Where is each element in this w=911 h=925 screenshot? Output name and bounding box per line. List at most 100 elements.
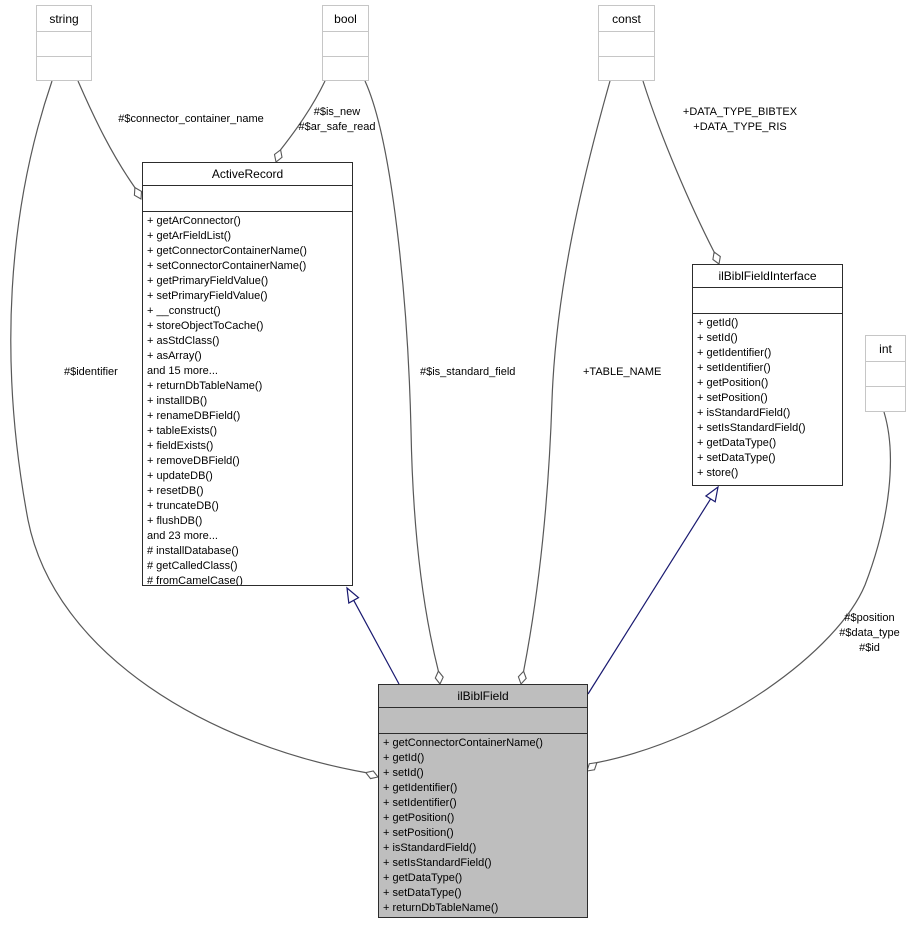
methods-compartment bbox=[866, 386, 905, 411]
edge-bool-activerecord bbox=[280, 80, 326, 151]
member-line: # getCalledClass() bbox=[147, 560, 238, 572]
member-line: + setId() bbox=[383, 767, 424, 779]
member-line: + isStandardField() bbox=[697, 407, 791, 419]
member-line: + asArray() bbox=[147, 350, 202, 362]
member-line: + getPosition() bbox=[383, 812, 455, 824]
member-line: + setConnectorContainerName() bbox=[147, 260, 307, 272]
edge-label-line: +DATA_TYPE_RIS bbox=[693, 121, 787, 133]
edge-int-ilbiblfield bbox=[596, 411, 891, 764]
member-line: + setIsStandardField() bbox=[697, 422, 806, 434]
member-line: + __construct() bbox=[147, 305, 221, 317]
member-line: and 23 more... bbox=[147, 530, 218, 542]
edge-label-position-datatype-id: #$position #$data_type #$id bbox=[833, 611, 906, 656]
class-ilbiblfield[interactable]: ilBiblField + getConnectorContainerName(… bbox=[378, 684, 588, 918]
methods-compartment: + getArConnector()+ getArFieldList()+ ge… bbox=[143, 212, 352, 585]
edge-label-line: #$id bbox=[859, 642, 880, 654]
member-line: + setDataType() bbox=[697, 452, 776, 464]
class-title: int bbox=[866, 336, 905, 362]
class-activerecord[interactable]: ActiveRecord + getArConnector() + getArFi… bbox=[142, 162, 353, 586]
member-line: + setIdentifier() bbox=[383, 797, 457, 809]
member-line: + flushDB() bbox=[147, 515, 203, 527]
aggregation-diamond bbox=[434, 670, 444, 686]
class-int: int bbox=[865, 335, 906, 412]
class-title: bool bbox=[323, 6, 368, 32]
class-ilbiblfieldinterface[interactable]: ilBiblFieldInterface + getId()+ setId()+… bbox=[692, 264, 843, 486]
methods-compartment: + getId() + setId() + getIdentifier() + set… bbox=[693, 314, 842, 485]
class-title[interactable]: ilBiblFieldInterface bbox=[693, 265, 842, 288]
member-line: + getArFieldList() bbox=[147, 230, 232, 242]
edge-label-line: #$data_type bbox=[839, 627, 900, 639]
class-title[interactable]: ilBiblField bbox=[379, 685, 587, 708]
class-title: const bbox=[599, 6, 654, 32]
member-line: + getConnectorContainerName() bbox=[383, 737, 543, 749]
attributes-compartment bbox=[866, 362, 905, 386]
edge-label-line: +DATA_TYPE_BIBTEX bbox=[682, 106, 798, 118]
member-line: + getArConnector() bbox=[147, 215, 241, 227]
edge-const-ilbiblfield bbox=[523, 80, 611, 672]
methods-compartment: + getConnectorContainerName() + getId() + … bbox=[379, 734, 587, 917]
member-line: + asStdClass() bbox=[147, 335, 220, 347]
edge-label-is-standard-field: #$is_standard_field bbox=[420, 366, 516, 378]
inheritance-arrowhead bbox=[704, 485, 719, 503]
member-line: + setIdentifier() bbox=[697, 362, 771, 374]
edge-label-data-types: +DATA_TYPE_BIBTEX +DATA_TYPE_RIS bbox=[665, 105, 815, 135]
member-line: # fromCamelCase() bbox=[147, 575, 243, 585]
member-line: + getId() bbox=[697, 317, 739, 329]
methods-compartment bbox=[599, 55, 654, 81]
member-line: + getIdentifier() bbox=[697, 347, 772, 359]
edge-bool-ilbiblfield bbox=[364, 80, 439, 672]
member-line: + getDataType() bbox=[383, 872, 463, 884]
member-line: + setDataType() bbox=[383, 887, 462, 899]
member-line: + setIsStandardField() bbox=[383, 857, 492, 869]
member-line: # installDatabase() bbox=[147, 545, 239, 557]
aggregation-diamond bbox=[586, 761, 598, 772]
edge-label-table-name: +TABLE_NAME bbox=[583, 366, 662, 378]
member-line: + setId() bbox=[697, 332, 738, 344]
inheritance-arrowhead bbox=[346, 586, 360, 604]
member-line: + getIdentifier() bbox=[383, 782, 458, 794]
member-line: + getPosition() bbox=[697, 377, 769, 389]
methods-compartment bbox=[323, 55, 368, 81]
member-line: + storeObjectToCache() bbox=[147, 320, 264, 332]
member-line: + setPrimaryFieldValue() bbox=[147, 290, 268, 302]
member-line: + store() bbox=[697, 467, 739, 479]
edge-label-line: #$is_new bbox=[313, 106, 361, 118]
edge-label-is-new-ar-safe-read: #$is_new #$ar_safe_read bbox=[287, 105, 387, 135]
member-line: + setPosition() bbox=[383, 827, 454, 839]
methods-compartment bbox=[37, 55, 91, 81]
aggregation-diamond bbox=[133, 186, 143, 200]
class-title: string bbox=[37, 6, 91, 32]
member-line: + returnDbTableName() bbox=[147, 380, 263, 392]
member-line: + installDB() bbox=[147, 395, 208, 407]
edge-const-ilbiblfieldinterface bbox=[642, 80, 715, 253]
member-line: + fieldExists() bbox=[147, 440, 214, 452]
member-line: + getDataType() bbox=[697, 437, 777, 449]
member-line: + isStandardField() bbox=[383, 842, 477, 854]
edge-ilbiblfield-extends-activerecord bbox=[353, 600, 400, 685]
aggregation-diamond bbox=[517, 670, 527, 686]
member-line: + getId() bbox=[383, 752, 425, 764]
attributes-compartment bbox=[693, 288, 842, 314]
member-line: + truncateDB() bbox=[147, 500, 219, 512]
attributes-compartment bbox=[143, 186, 352, 212]
edge-label-line: #$position bbox=[844, 612, 895, 624]
class-const: const bbox=[598, 5, 655, 81]
member-line: + returnDbTableName() bbox=[383, 902, 499, 914]
edge-ilbiblfield-implements-ilbiblfieldinterface bbox=[587, 498, 712, 695]
class-string: string bbox=[36, 5, 92, 81]
edge-label-connector-container-name: #$connector_container_name bbox=[118, 113, 264, 125]
class-title[interactable]: ActiveRecord bbox=[143, 163, 352, 186]
edge-label-identifier: #$identifier bbox=[64, 366, 118, 378]
member-line: + tableExists() bbox=[147, 425, 217, 437]
aggregation-diamond bbox=[712, 251, 721, 265]
edge-string-activerecord bbox=[77, 80, 136, 188]
aggregation-diamond bbox=[273, 148, 283, 163]
member-line: + removeDBField() bbox=[147, 455, 240, 467]
aggregation-diamond bbox=[364, 770, 379, 780]
member-line: + resetDB() bbox=[147, 485, 204, 497]
member-line: + renameDBField() bbox=[147, 410, 241, 422]
class-bool: bool bbox=[322, 5, 369, 81]
attributes-compartment bbox=[323, 32, 368, 56]
